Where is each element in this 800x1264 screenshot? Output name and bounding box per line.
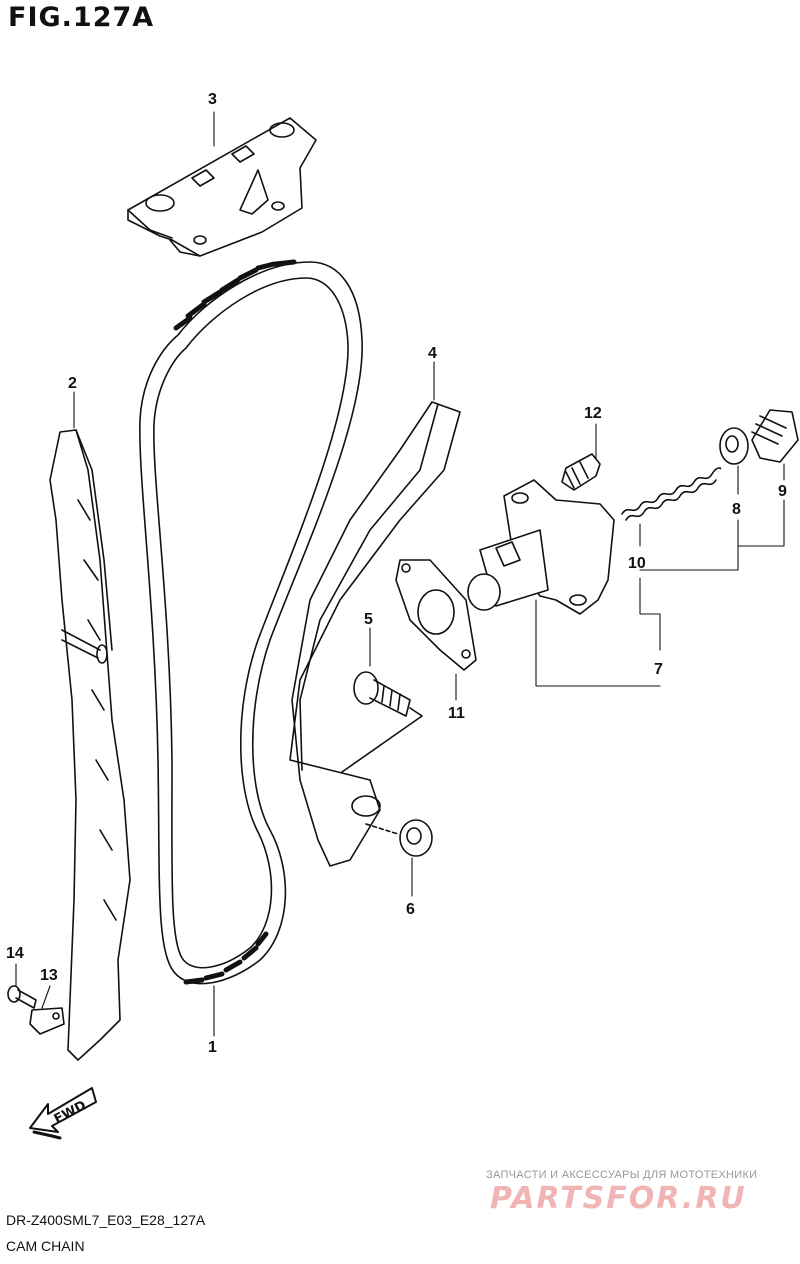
callout-7: 7 (654, 661, 663, 678)
callout-12: 12 (584, 405, 602, 422)
callout-2: 2 (68, 375, 77, 392)
part-7-tensioner-assembly (467, 479, 615, 615)
callout-5: 5 (364, 611, 373, 628)
part-8-washer (719, 427, 749, 465)
callout-10: 10 (628, 555, 646, 572)
part-3-chain-guide-top (127, 117, 317, 257)
callout-6: 6 (406, 901, 415, 918)
figure-code: DR-Z400SML7_E03_E28_127A (6, 1212, 206, 1228)
callout-13: 13 (40, 967, 58, 984)
part-5-bolt (341, 671, 423, 773)
part-9-cap-bolt (751, 409, 799, 463)
part-2-chain-guide-rear (49, 429, 131, 1061)
leader-lines (15, 111, 785, 1037)
part-11-gasket (395, 559, 477, 671)
part-10-spring (621, 467, 722, 521)
callout-8: 8 (732, 501, 741, 518)
part-4-tensioner-guide (289, 401, 461, 867)
part-6-washer (365, 819, 433, 857)
part-14-screw (7, 985, 37, 1009)
fwd-arrow-icon (29, 1087, 97, 1140)
figure-title: FIG.127A (8, 2, 155, 33)
part-13-plate (29, 1007, 65, 1035)
callout-4: 4 (428, 345, 437, 362)
part-12-bolt (561, 453, 601, 491)
callout-14: 14 (6, 945, 24, 962)
part-1-cam-chain (139, 259, 363, 985)
figure-name: CAM CHAIN (6, 1238, 85, 1254)
callout-11: 11 (448, 705, 465, 722)
callout-9: 9 (778, 483, 787, 500)
callout-1: 1 (208, 1039, 217, 1056)
watermark-logo: PARTSFOR.RU (490, 1181, 747, 1216)
callout-3: 3 (208, 91, 217, 108)
watermark-tagline: ЗАПЧАСТИ И АКСЕССУАРЫ ДЛЯ МОТОТЕХНИКИ (486, 1169, 758, 1181)
